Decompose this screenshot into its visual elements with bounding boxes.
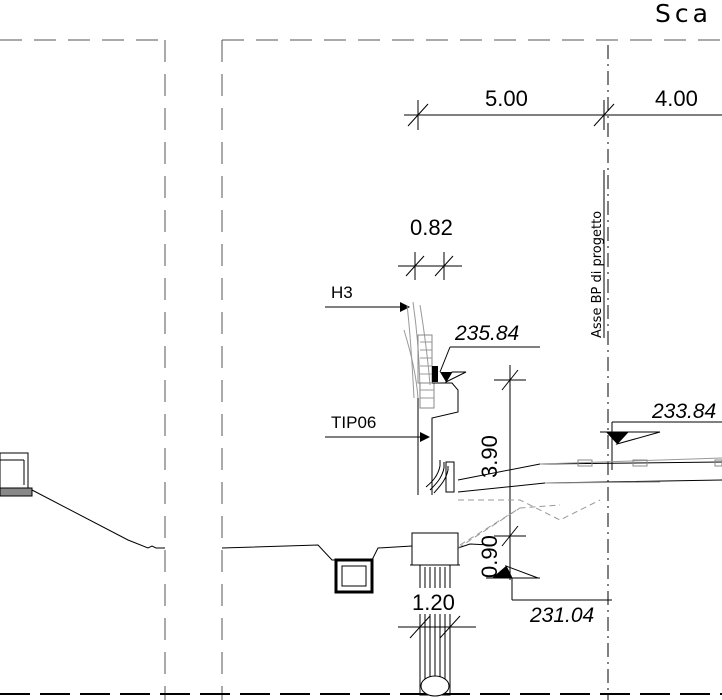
retaining-wall bbox=[417, 382, 459, 495]
barrier-label-group: H3 bbox=[325, 283, 410, 312]
elevation-top-wall-value: 235.84 bbox=[454, 322, 519, 345]
dimension-foundation-height: 0.90 bbox=[477, 535, 502, 578]
foundation bbox=[410, 532, 460, 697]
safety-barrier bbox=[403, 301, 438, 409]
elevation-foundation: 231.04 bbox=[486, 565, 612, 627]
dimension-pile-width: 1.20 bbox=[412, 590, 455, 615]
sheet-frame bbox=[0, 39, 722, 700]
dimension-top: 5.00 4.00 bbox=[404, 86, 722, 130]
barrier-type-label: H3 bbox=[331, 283, 353, 302]
axis-label: Asse BP di progetto bbox=[590, 211, 605, 338]
dimension-wall-height: 3.90 bbox=[477, 435, 502, 478]
wall-type-label-group: TIP06 bbox=[325, 413, 430, 442]
elevation-road: 233.84 bbox=[600, 400, 722, 470]
wall-type-label: TIP06 bbox=[331, 413, 376, 432]
dimension-right-width: 4.00 bbox=[655, 86, 698, 111]
dimension-barrier: 0.82 bbox=[398, 215, 462, 280]
project-axis: Asse BP di progetto bbox=[590, 45, 609, 700]
elevation-foundation-value: 231.04 bbox=[529, 604, 594, 627]
scale-title: Sca bbox=[655, 0, 712, 28]
elevation-road-value: 233.84 bbox=[651, 400, 716, 423]
elevation-top-wall: 235.84 bbox=[439, 322, 540, 384]
left-structure bbox=[0, 452, 33, 497]
dimension-vertical: 3.90 0.90 bbox=[477, 365, 526, 580]
dimension-barrier-width: 0.82 bbox=[410, 215, 453, 240]
dimension-left-width: 5.00 bbox=[485, 86, 528, 111]
drainage-ditch bbox=[334, 558, 374, 594]
dimension-pile: 1.20 bbox=[398, 588, 476, 642]
